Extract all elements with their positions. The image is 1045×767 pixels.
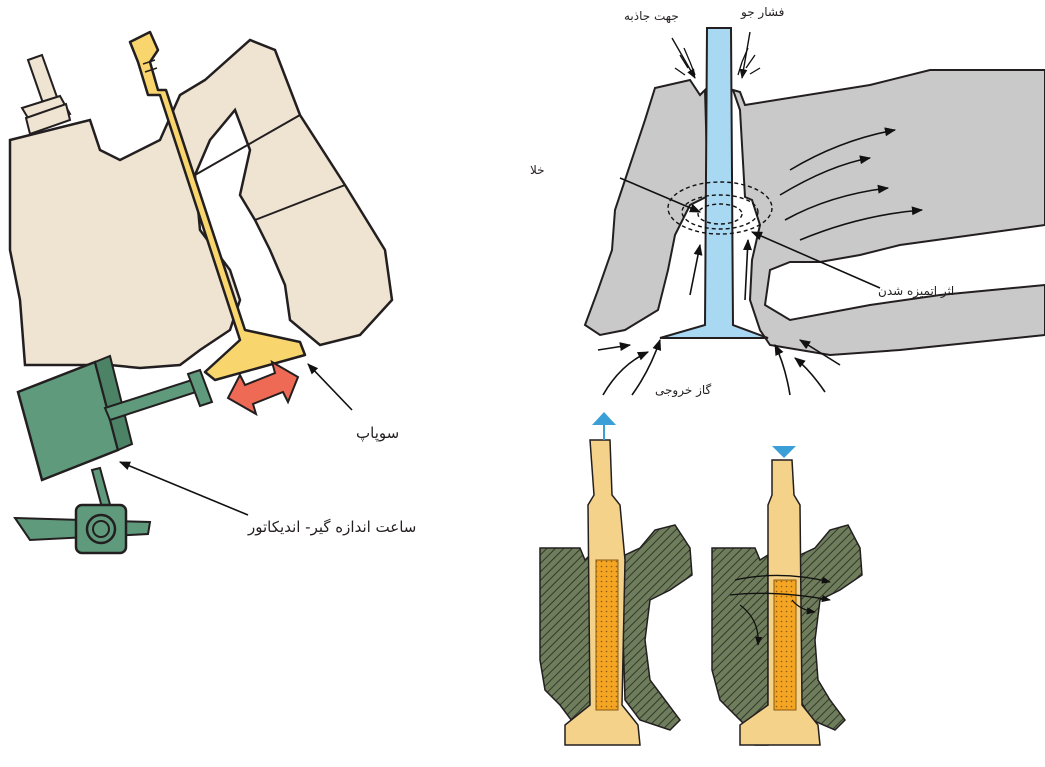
dial-indicator-label: ساعت اندازه گیر- اندیکاتور: [248, 518, 416, 536]
guide-section-right: [712, 446, 862, 745]
valve-measurement-figure: [10, 32, 392, 553]
air-pressure-label: فشار جو: [741, 5, 784, 19]
atomization-label: اثر اتمیزه شدن: [878, 284, 954, 298]
guide-section-left: [540, 412, 692, 745]
exhaust-gas-label: گاز خروجی: [655, 383, 711, 397]
gravity-leader: [672, 38, 695, 78]
valve-label: سوپاپ: [356, 424, 399, 442]
flow-down-arrow: [772, 446, 796, 458]
vacuum-label: خلا: [530, 163, 545, 177]
indicator-leader-line: [120, 462, 248, 515]
pressure-leader: [742, 32, 750, 78]
valve-guide-sections: [540, 412, 862, 745]
rocker-stud: [22, 55, 70, 134]
valve-leader-line: [308, 364, 352, 410]
flow-up-arrow: [592, 412, 616, 425]
dial-indicator: [15, 356, 212, 553]
port-flow-figure: [585, 28, 1045, 395]
gravity-direction-label: جهت جاذبه: [624, 9, 679, 23]
port-casting-right: [733, 70, 1045, 355]
